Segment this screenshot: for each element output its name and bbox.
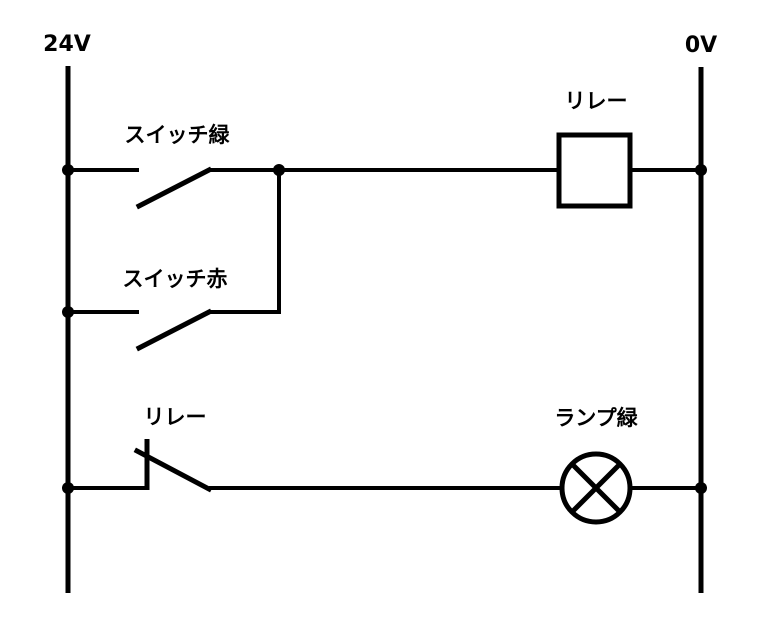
power-rails: 24V 0V bbox=[43, 32, 717, 593]
rung-1: スイッチ緑 リレー bbox=[62, 89, 707, 210]
left-rail-voltage-label: 24V bbox=[43, 32, 91, 57]
right-rail-voltage-label: 0V bbox=[685, 33, 717, 58]
lamp-cross-icon bbox=[570, 462, 622, 514]
switch-green-label: スイッチ緑 bbox=[125, 123, 231, 147]
lamp-green-label: ランプ緑 bbox=[554, 406, 638, 430]
junction-dot bbox=[695, 482, 707, 494]
relay-nc-contact-blade-icon bbox=[133, 447, 213, 493]
relay-coil-icon bbox=[556, 132, 633, 209]
junction-dot bbox=[62, 164, 74, 176]
switch-red-no-contact-icon bbox=[135, 308, 213, 352]
switch-red-label: スイッチ赤 bbox=[123, 267, 228, 291]
rung-3: リレー ランプ緑 bbox=[62, 405, 707, 525]
junction-dot bbox=[62, 482, 74, 494]
junction-dot bbox=[695, 164, 707, 176]
relay-coil-label: リレー bbox=[565, 89, 628, 113]
junction-dot bbox=[62, 306, 74, 318]
rung-2: スイッチ赤 bbox=[62, 170, 281, 352]
switch-green-no-contact-icon bbox=[135, 166, 213, 210]
relay-contact-label: リレー bbox=[144, 405, 207, 429]
